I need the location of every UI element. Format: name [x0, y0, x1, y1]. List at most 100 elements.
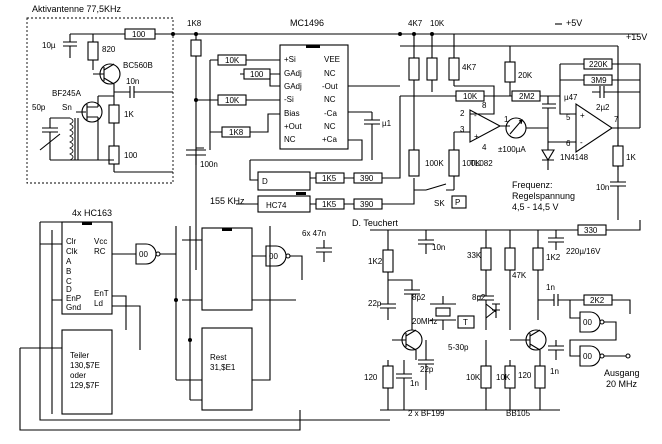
- author-label: D. Teuchert: [352, 218, 398, 228]
- resistor-10k-amp: [455, 90, 485, 102]
- pin1-label: 1: [504, 115, 509, 124]
- counter-pin-rc: RC: [94, 247, 106, 256]
- resistor-1k2-b: [532, 247, 544, 271]
- opamp-a-plus: +: [474, 132, 479, 141]
- pin-left-1: GAdj: [284, 69, 302, 78]
- counter-pin-gnd: Gnd: [66, 303, 81, 312]
- pin-right-0: VEE: [324, 55, 340, 64]
- varicap-label: BB105: [506, 409, 531, 418]
- r-1k2-a-label: 1K2: [368, 257, 383, 266]
- resistor-2m2: [511, 90, 541, 102]
- r-390-b-label: 390: [360, 200, 374, 209]
- r-1k-label: 1K: [124, 110, 134, 119]
- c-8p2-b-label: 8p2: [472, 293, 486, 302]
- resistor-390-a: [353, 172, 383, 184]
- crystal-20mhz: [435, 307, 451, 317]
- c-u47-label: µ47: [564, 93, 578, 102]
- r-10k-osc-a-label: 10K: [466, 373, 481, 382]
- c-50p-label: 50p: [32, 103, 46, 112]
- pin-right-1: NC: [324, 69, 336, 78]
- gate-00d-label: 00: [583, 352, 592, 361]
- ic-mc1496-label: MC1496: [290, 18, 324, 28]
- gate-00a-label: 00: [139, 250, 148, 259]
- r-20k-label: 20K: [518, 71, 533, 80]
- c-8p2-a-label: 8p2: [412, 293, 426, 302]
- resistor-4k7-a: [408, 57, 420, 81]
- counter-pin-ld: Ld: [94, 299, 103, 308]
- r-100-mixer-label: 100: [250, 70, 264, 79]
- pin3-label: 3: [460, 125, 465, 134]
- resistor-1k5-b: [315, 198, 345, 210]
- r-390-a-label: 390: [360, 174, 374, 183]
- opamp-tl082-b: [575, 102, 613, 154]
- opamp-a-minus: -: [474, 111, 477, 120]
- r-4k7-a-label: 4K7: [408, 19, 423, 28]
- teiler-line-1: 130,$7E: [70, 361, 100, 370]
- sk-label: SK: [434, 199, 445, 208]
- r-120-a-label: 120: [364, 373, 378, 382]
- resistor-1k: [108, 104, 120, 124]
- antenna-title: Aktivantenne 77,5KHz: [32, 4, 122, 14]
- oscillator-block: 330 220µ/16V 1K2 10n 33K 47K 1K2 22p 8p2…: [364, 220, 641, 418]
- c-1n-a-label: 1n: [410, 379, 419, 388]
- amp-block: 10K - + 2 3 8 4 1 TL082 ±100µA 100K 100K…: [400, 46, 641, 220]
- counter-pin-d: D: [66, 285, 72, 294]
- pin4-label: 4: [482, 143, 487, 152]
- meter-100ua: [505, 117, 527, 139]
- resistor-10k-osc-a: [480, 365, 492, 389]
- range-label: 4,5 - 14,5 V: [512, 202, 559, 212]
- resistor-1k5-a: [315, 172, 345, 184]
- opamp-b-plus: +: [580, 111, 585, 120]
- pin-right-3: NC: [324, 95, 336, 104]
- rest-line-1: 31,$E1: [210, 363, 236, 372]
- supply-block: +5V +15V 4K7 10K 4K7: [398, 18, 647, 170]
- rest-line-0: Rest: [210, 353, 227, 362]
- counter-pin-c: C: [66, 277, 72, 286]
- r-120-b-label: 120: [518, 371, 532, 380]
- sn-label: Sn: [62, 103, 72, 112]
- r-1k-right-label: 1K: [626, 153, 636, 162]
- r-220k-label: 220K: [589, 60, 608, 69]
- r-3m9-label: 3M9: [591, 76, 607, 85]
- r-1k8-bias-label: 1K8: [229, 128, 244, 137]
- c-10n-osc-label: 10n: [432, 243, 445, 252]
- opamp-b-minus: -: [580, 138, 583, 147]
- pin7-label: 7: [614, 115, 619, 124]
- c-22p-b-label: 22p: [420, 365, 434, 374]
- trimmer-20k: [504, 61, 516, 83]
- r-4k7-b-label: 4K7: [462, 63, 477, 72]
- c-1n-b-label: 1n: [550, 367, 559, 376]
- resistor-390-b: [353, 198, 383, 210]
- opamp-tl082-a: [469, 109, 502, 143]
- teiler-line-3: 129,$7F: [70, 381, 99, 390]
- ff-hc74-label: HC74: [266, 201, 287, 210]
- out-freq-label: 20 MHz: [606, 379, 638, 389]
- r-100-bottom-label: 100: [124, 151, 138, 160]
- resistor-100k-a: [408, 149, 420, 177]
- counters-title: 4x HC163: [72, 208, 112, 218]
- c-2u2-label: 2µ2: [596, 103, 610, 112]
- counter-pin-ent: EnT: [94, 289, 109, 298]
- resistor-33k: [480, 247, 492, 271]
- r-2k2-label: 2K2: [590, 296, 605, 305]
- antenna-dashed-frame: [26, 17, 174, 184]
- pin-left-3: -Si: [284, 95, 294, 104]
- p-button: [451, 195, 467, 209]
- c-10u-label: 10µ: [42, 41, 56, 50]
- transistors-label: 2 x BF199: [408, 409, 445, 418]
- r-1k5-b-label: 1K5: [322, 200, 337, 209]
- r-47k-label: 47K: [512, 271, 527, 280]
- ff-d-box: [257, 171, 311, 191]
- c-10n-label: 10n: [126, 77, 139, 86]
- pin6-label: 6: [566, 139, 571, 148]
- resistor-4k7-b: [448, 57, 460, 81]
- r-10k-amp-label: 10K: [463, 92, 478, 101]
- gate-00b-label: 00: [269, 252, 278, 261]
- resistor-100k-b: [448, 149, 460, 177]
- c-220u-label: 220µ/16V: [566, 247, 601, 256]
- divider-block: D HC74 155 KHz 1K5 390 1K5 390 D. Teuche…: [210, 96, 415, 228]
- resistor-47k: [504, 247, 516, 271]
- r-1k8-top-label: 1K8: [187, 19, 202, 28]
- pin2-label: 2: [460, 109, 465, 118]
